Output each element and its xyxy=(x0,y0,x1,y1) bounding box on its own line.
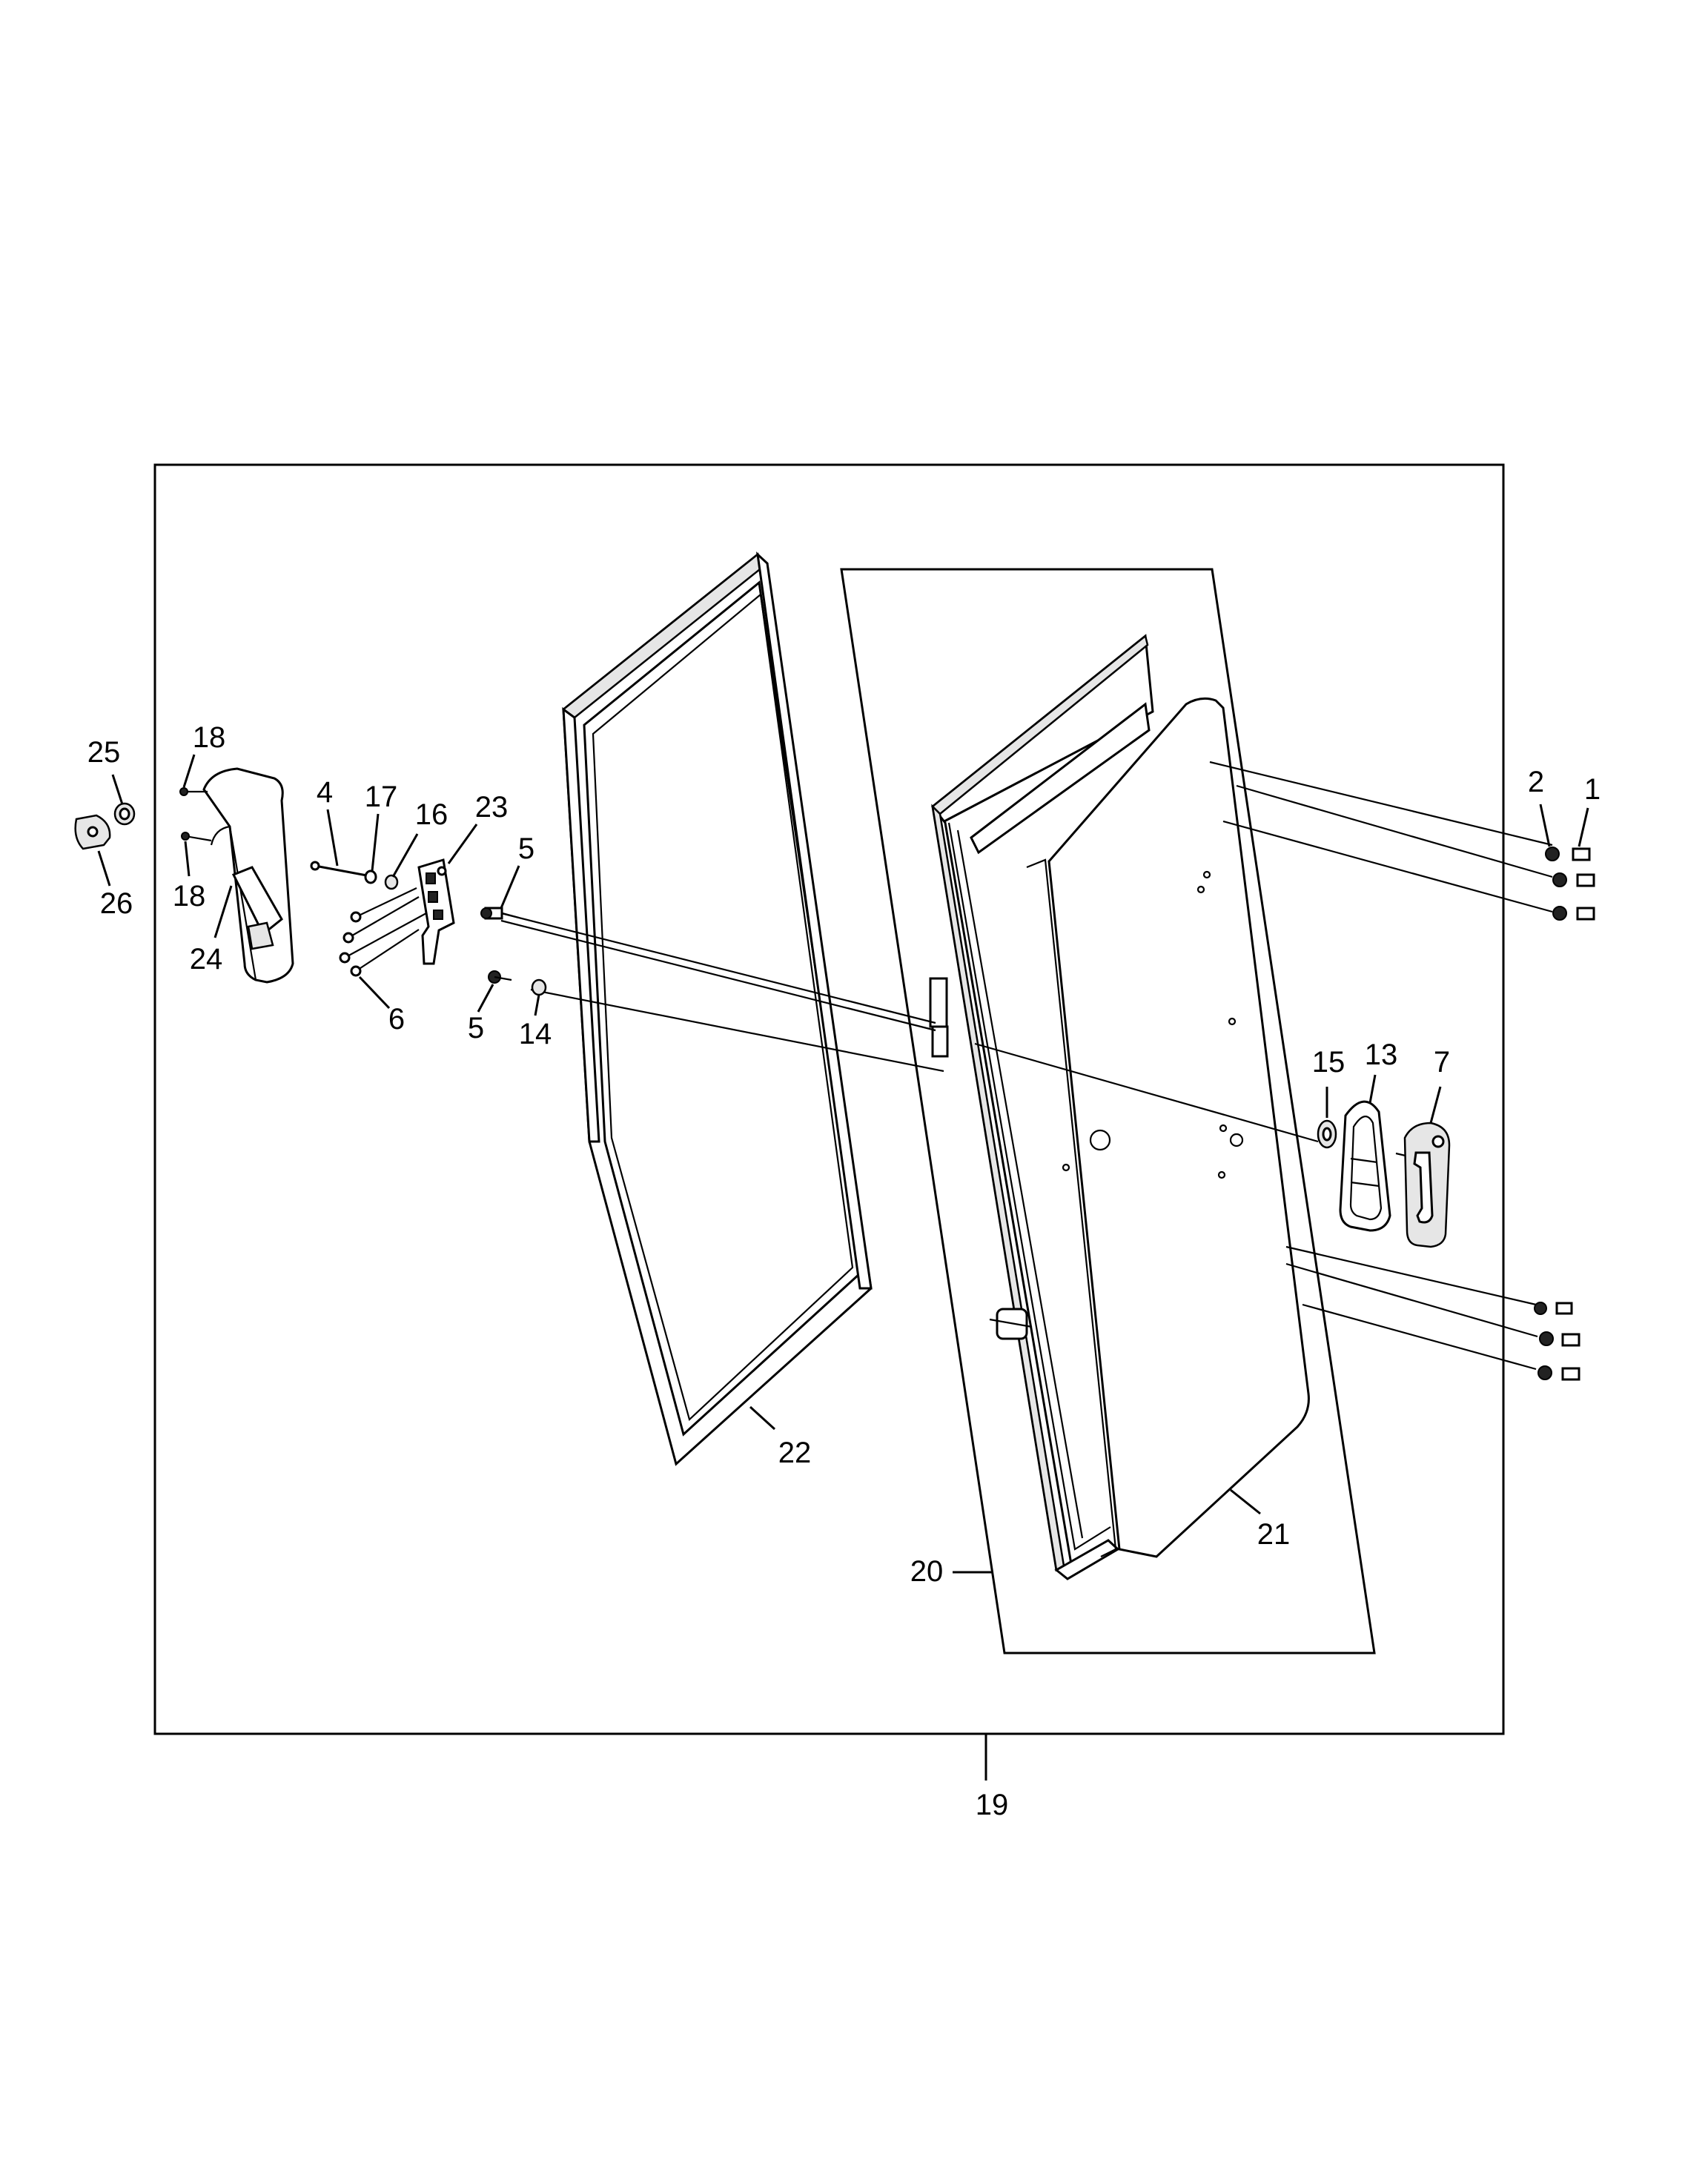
latch-cover-24 xyxy=(202,767,294,984)
leader-24 xyxy=(214,885,233,938)
leader-5a xyxy=(500,865,520,909)
callout-22: 22 xyxy=(778,1437,812,1469)
lower-right-bolts xyxy=(1534,1302,1580,1381)
callout-15: 15 xyxy=(1312,1046,1345,1079)
washer-17 xyxy=(364,869,377,884)
leader-21 xyxy=(1230,1488,1261,1515)
screw-5-upper xyxy=(480,907,520,920)
callout-2: 2 xyxy=(1528,766,1544,798)
nut-14 xyxy=(531,978,547,996)
window-seal-frame xyxy=(561,551,873,1466)
leader-4 xyxy=(326,809,339,867)
callout-18-upper: 18 xyxy=(193,721,226,754)
leader-25 xyxy=(111,774,124,805)
callout-13: 13 xyxy=(1365,1039,1398,1071)
leader-23 xyxy=(447,824,478,864)
callout-6: 6 xyxy=(388,1003,405,1036)
leader-2 xyxy=(1539,804,1551,847)
leader-26 xyxy=(97,850,111,887)
screws-6 xyxy=(339,887,427,977)
leader-17 xyxy=(371,813,380,872)
screws-18 xyxy=(179,787,212,842)
callout-26: 26 xyxy=(100,887,133,920)
nut-16 xyxy=(384,874,399,890)
door-handle-7 xyxy=(1403,1122,1451,1248)
callout-25: 25 xyxy=(87,736,121,769)
latch-rod xyxy=(500,912,936,1032)
leader-6 xyxy=(358,975,391,1010)
callout-14: 14 xyxy=(519,1018,552,1050)
callout-1: 1 xyxy=(1584,773,1601,806)
bushing-25 xyxy=(113,802,136,826)
alignment-lines xyxy=(530,761,1553,1371)
callout-16: 16 xyxy=(415,798,448,831)
leader-7 xyxy=(1429,1086,1442,1124)
assembly-boundary-box xyxy=(153,463,1505,1735)
screw-5-lower xyxy=(488,970,512,984)
callout-18-lower: 18 xyxy=(173,880,206,912)
door-subassembly-boundary xyxy=(840,568,1376,1654)
leader-1 xyxy=(1578,807,1589,847)
callout-24: 24 xyxy=(190,943,223,975)
callout-20: 20 xyxy=(910,1555,944,1588)
callout-21: 21 xyxy=(1257,1518,1291,1551)
leader-18b xyxy=(184,841,191,877)
callout-17: 17 xyxy=(365,781,398,813)
leader-14 xyxy=(534,994,540,1016)
door-panel-holes xyxy=(1062,870,1244,1179)
leader-13 xyxy=(1368,1074,1377,1104)
door-panel-inner-edge xyxy=(1026,858,1117,1557)
leader-5b xyxy=(477,984,494,1013)
leader-18a xyxy=(182,754,196,788)
callout-23: 23 xyxy=(475,791,509,824)
callout-5-lower: 5 xyxy=(468,1012,484,1044)
upper-right-bolts xyxy=(1545,847,1595,921)
handle-gasket-13 xyxy=(1339,1100,1391,1232)
handle-washer-15 xyxy=(1317,1119,1337,1149)
leader-22 xyxy=(749,1405,776,1431)
pin-4 xyxy=(310,861,371,878)
callout-7: 7 xyxy=(1434,1046,1450,1079)
callout-5-upper: 5 xyxy=(518,832,534,865)
leader-16 xyxy=(391,833,419,878)
callout-4: 4 xyxy=(317,776,333,809)
striker-26 xyxy=(74,814,111,850)
latch-mechanism-23 xyxy=(417,858,455,965)
callout-19: 19 xyxy=(976,1789,1009,1821)
door-frame xyxy=(929,634,1154,1580)
door-panel xyxy=(1047,697,1310,1558)
